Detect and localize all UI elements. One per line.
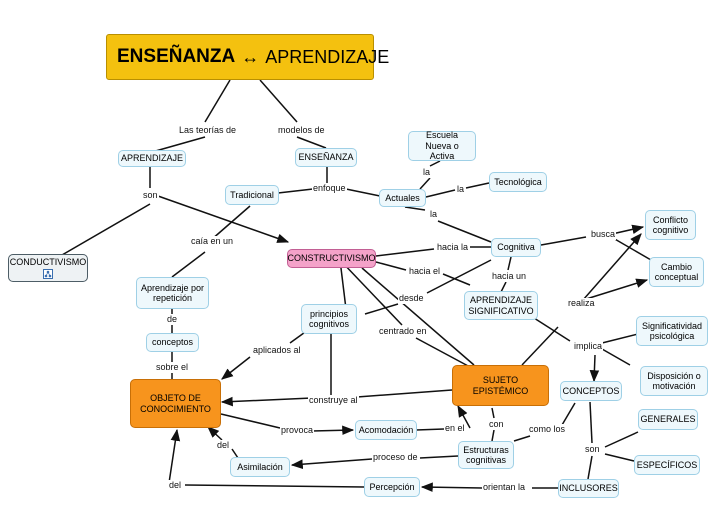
link-la-1: la — [422, 167, 432, 178]
node-principios-cognitivos[interactable]: principios cognitivos — [301, 304, 357, 334]
link-provoca: provoca — [280, 425, 315, 436]
node-ensenanza[interactable]: ENSEÑANZA — [295, 148, 357, 167]
link-modelos-de: modelos de — [277, 125, 326, 136]
link-del-2: del — [168, 480, 183, 491]
node-escuela-nueva[interactable]: Escuela Nueva o Activa — [408, 130, 476, 161]
link-desde: desde — [398, 293, 425, 304]
node-aprendizaje[interactable]: APRENDIZAJE — [118, 150, 186, 167]
node-actuales[interactable]: Actuales — [379, 189, 426, 207]
link-del-1: del — [216, 440, 231, 451]
node-cambio-conceptual[interactable]: Cambio conceptual — [649, 257, 704, 287]
link-en-el: en el — [444, 423, 466, 434]
link-caia-en-un: caía en un — [190, 236, 235, 247]
node-tecnologica[interactable]: Tecnológica — [489, 172, 547, 192]
node-conceptos-lower[interactable]: conceptos — [146, 333, 199, 352]
node-conceptos-upper[interactable]: CONCEPTOS — [560, 381, 622, 401]
link-orientan-la: orientan la — [482, 482, 527, 493]
link-son-1: son — [142, 190, 159, 201]
link-como-los: como los — [528, 424, 567, 435]
node-constructivismo[interactable]: CONSTRUCTIVISMO — [287, 249, 376, 268]
link-de: de — [166, 314, 179, 325]
node-conflicto-cognitivo[interactable]: Conflicto cognitivo — [645, 210, 696, 240]
node-significatividad-psicologica[interactable]: Significatividad psicológica — [636, 316, 708, 346]
link-implica: implica — [573, 341, 604, 352]
link-hacia-el: hacia el — [408, 266, 442, 277]
link-busca: busca — [590, 229, 617, 240]
link-aplicados-al: aplicados al — [252, 345, 302, 356]
node-inclusores[interactable]: INCLUSORES — [558, 479, 619, 498]
link-las-teorias-de: Las teorías de — [178, 125, 238, 136]
link-son-2: son — [584, 444, 601, 455]
node-aprendizaje-significativo[interactable]: APRENDIZAJE SIGNIFICATIVO — [464, 291, 538, 320]
node-generales[interactable]: GENERALES — [638, 409, 698, 430]
link-la-3: la — [429, 209, 439, 220]
node-cognitiva[interactable]: Cognitiva — [491, 238, 541, 257]
link-centrado-en: centrado en — [378, 326, 428, 337]
conductivismo-label: CONDUCTIVISMO — [9, 257, 87, 268]
title-main: ENSEÑANZA — [117, 46, 236, 68]
node-percepcion[interactable]: Percepción — [364, 477, 420, 497]
link-hacia-la: hacia la — [436, 242, 470, 253]
node-estructuras-cognitivas[interactable]: Estructuras cognitivas — [458, 441, 514, 469]
link-proceso-de: proceso de — [372, 452, 419, 463]
node-sujeto-epistemico[interactable]: SUJETO EPISTÉMICO — [452, 365, 549, 406]
title-arrow: ↔ — [241, 46, 260, 67]
title-node[interactable]: ENSEÑANZA ↔ APRENDIZAJE — [106, 34, 389, 80]
link-construye-al: construye al — [308, 395, 359, 406]
node-especificos[interactable]: ESPECÍFICOS — [634, 455, 700, 475]
node-acomodacion[interactable]: Acomodación — [355, 420, 417, 440]
node-aprendizaje-repeticion[interactable]: Aprendizaje por repetición — [136, 277, 209, 309]
link-realiza: realiza — [567, 298, 596, 309]
node-asimilacion[interactable]: Asimilación — [230, 457, 290, 477]
node-tradicional[interactable]: Tradicional — [225, 185, 279, 205]
node-conductivismo[interactable]: CONDUCTIVISMO — [8, 254, 88, 282]
link-con: con — [488, 419, 505, 430]
concept-map-attachment-icon[interactable] — [43, 268, 53, 279]
link-hacia-un: hacia un — [491, 271, 528, 282]
node-objeto-conocimiento[interactable]: OBJETO DE CONOCIMIENTO — [130, 379, 221, 428]
link-la-2: la — [456, 184, 466, 195]
link-enfoque: enfoque — [312, 183, 347, 194]
link-sobre-el: sobre el — [155, 362, 190, 373]
title-second: APRENDIZAJE — [265, 46, 390, 67]
node-disposicion-motivacion[interactable]: Disposición o motivación — [640, 366, 708, 396]
